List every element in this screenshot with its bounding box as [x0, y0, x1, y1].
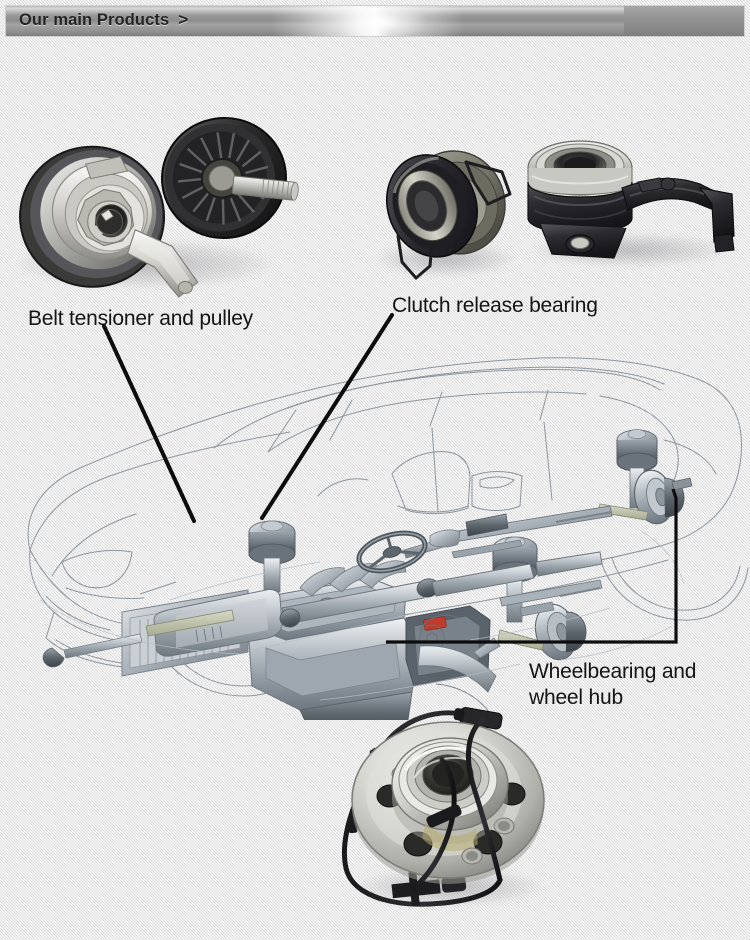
page-title: Our main Products > — [19, 10, 188, 30]
concentric-slave-cylinder-illustration — [527, 140, 735, 259]
wheel-hub-bearing-photo — [318, 690, 578, 928]
car-cutaway-diagram — [27, 357, 749, 720]
header-metallic-sheen — [306, 6, 476, 36]
belt-tensioner-illustration — [19, 116, 299, 298]
label-belt-tensioner: Belt tensioner and pulley — [28, 307, 253, 330]
wheel-hub-bearing-illustration — [341, 707, 545, 907]
header-bar-right-fill — [624, 6, 744, 36]
label-clutch-release-bearing: Clutch release bearing — [392, 294, 598, 317]
clutch-release-bearing-photo — [362, 118, 537, 290]
label-wheel-bearing-and-hub: Wheelbearing and wheel hub — [529, 660, 697, 709]
section-header-bar: Our main Products > — [5, 5, 745, 37]
chevron-right-icon: > — [178, 10, 189, 29]
belt-tensioner-and-pulley-photo — [10, 90, 310, 300]
front-strut-left — [248, 520, 296, 593]
concentric-slave-cylinder-photo — [518, 126, 746, 276]
clutch-release-bearing-illustration — [385, 150, 512, 280]
page-title-text: Our main Products — [19, 11, 170, 29]
